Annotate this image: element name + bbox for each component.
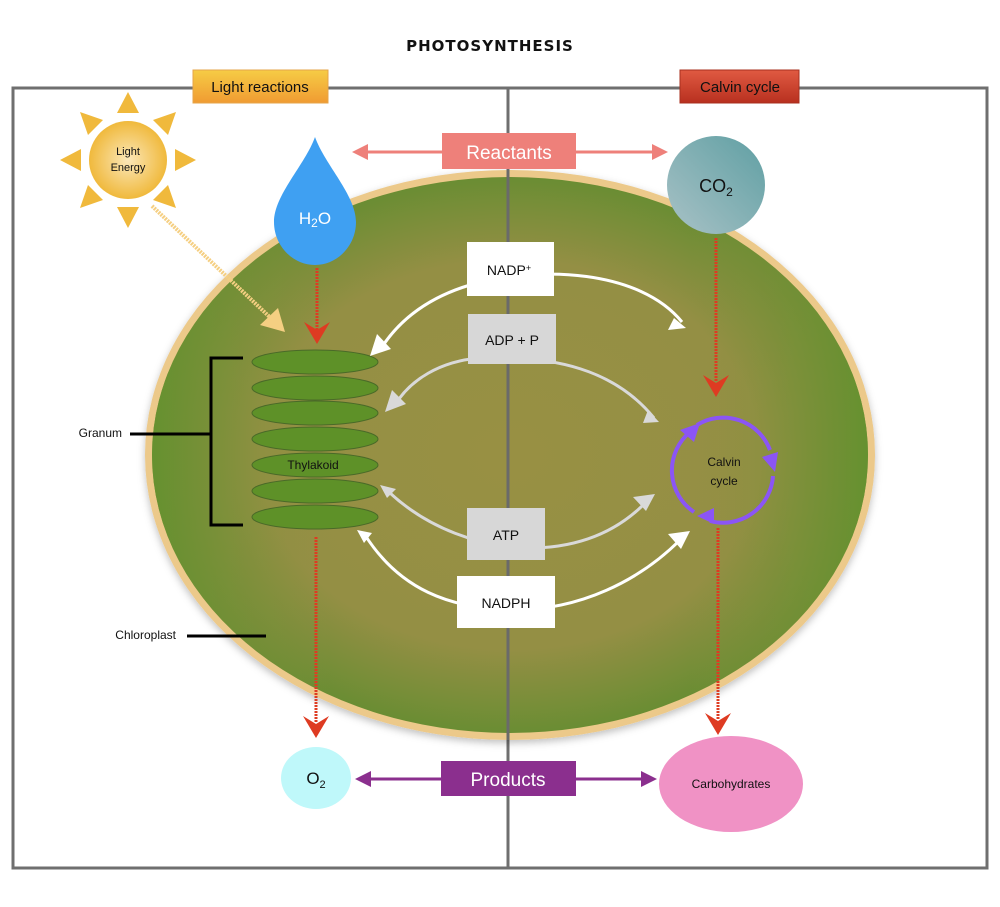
products-label-box: Products: [441, 761, 576, 796]
calvin-to-carbohydrates-arrow: [705, 528, 731, 735]
thylakoid-label: Thylakoid: [287, 458, 338, 472]
adp-label: ADP + P: [485, 332, 539, 348]
thylakoid-to-o2-arrow: [303, 537, 329, 738]
calvin-arrowhead-right: [762, 452, 778, 472]
atp-box: ATP: [467, 508, 545, 560]
light-energy-arrow: [150, 204, 285, 332]
o2-circle: O2: [281, 747, 351, 809]
calvin-cycle-header: Calvin cycle: [679, 69, 800, 104]
thylakoid-stack: [251, 349, 379, 530]
sun-label-line1: Light: [116, 146, 140, 158]
sun-label-line2: Energy: [111, 162, 146, 174]
products-label: Products: [471, 770, 546, 791]
o2-label: O2: [306, 769, 325, 791]
nadph-label: NADPH: [481, 595, 530, 611]
calvin-cycle-loop: Calvin cycle: [669, 415, 778, 525]
granum-bracket: [130, 356, 243, 527]
h2o-drop: H2O: [274, 137, 356, 265]
thylakoid-disc: [251, 375, 379, 401]
co2-to-calvin-arrow: [703, 238, 729, 397]
co2-label: CO2: [699, 176, 733, 199]
calvin-cycle-line1: Calvin: [707, 455, 740, 469]
h2o-to-thylakoid-arrow: [304, 268, 330, 344]
thylakoid-disc: [251, 452, 379, 478]
diagram-title: PHOTOSYNTHESIS: [406, 37, 574, 55]
nadph-box: NADPH: [457, 576, 555, 628]
co2-circle: CO2: [667, 136, 765, 234]
thylakoid-disc: [251, 400, 379, 426]
calvin-arrowhead-bottom: [697, 508, 714, 524]
nadp-label: NADP+: [487, 262, 531, 278]
sun-icon: Light Energy: [60, 92, 196, 228]
h2o-label: H2O: [299, 209, 331, 230]
thylakoid-disc: [251, 478, 379, 504]
calvin-arrowhead-top: [680, 423, 700, 442]
thylakoid-disc: [251, 426, 379, 452]
adp-box: ADP + P: [468, 314, 556, 364]
thylakoid-disc: [251, 504, 379, 530]
carbohydrates-label: Carbohydrates: [692, 777, 771, 791]
calvin-cycle-label: Calvin cycle: [700, 79, 780, 96]
light-reactions-header: Light reactions: [192, 69, 329, 104]
granum-label: Granum: [79, 426, 122, 440]
chloroplast: [145, 170, 875, 740]
carbohydrates-ellipse: Carbohydrates: [659, 736, 803, 832]
chloroplast-label: Chloroplast: [115, 628, 176, 642]
thylakoid-disc: [251, 349, 379, 375]
reactants-label-box: Reactants: [442, 133, 576, 169]
light-reactions-label: Light reactions: [211, 79, 309, 96]
atp-label: ATP: [493, 527, 519, 543]
reactants-label: Reactants: [466, 143, 552, 164]
nadp-box: NADP+: [467, 242, 554, 296]
calvin-cycle-line2: cycle: [710, 474, 738, 488]
